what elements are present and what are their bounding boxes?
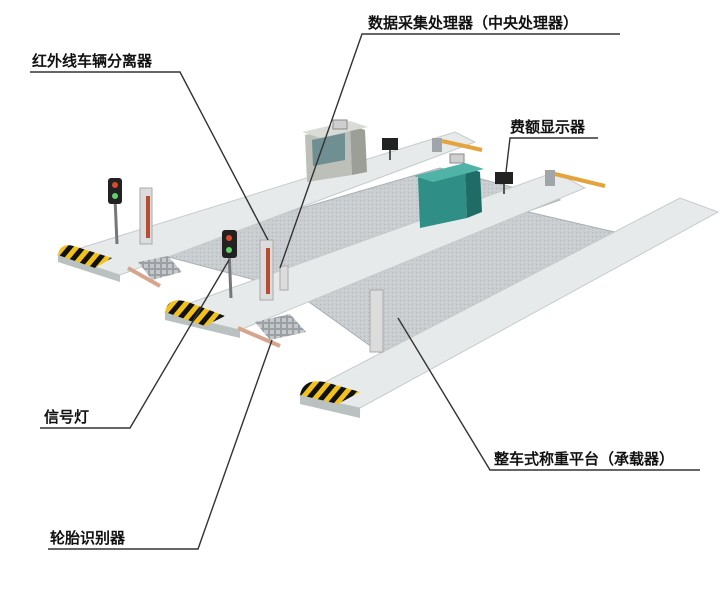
label-signal-light: 信号灯 — [44, 408, 90, 426]
hazard-nose-back — [58, 245, 112, 268]
label-data-processor: 数据采集处理器（中央处理器） — [368, 14, 579, 32]
camera-front — [449, 153, 465, 164]
tire-sensor-bar-2 — [237, 326, 281, 348]
leader-data-processor — [279, 33, 620, 269]
tire-sensor-bar-1 — [127, 266, 161, 288]
label-tire-recognizer: 轮胎识别器 — [50, 529, 126, 547]
ir-separator-back — [139, 187, 153, 245]
ir-separator-front — [369, 289, 384, 353]
barrier-gate-back — [432, 138, 483, 152]
fee-display-front — [495, 172, 513, 194]
hazard-nose-middle — [165, 300, 225, 326]
island-front — [298, 197, 720, 409]
label-fee-display: 费额显示器 — [510, 118, 586, 136]
leader-tire-recognizer — [48, 339, 273, 550]
leader-fee-display — [505, 137, 598, 173]
fee-display-back — [382, 138, 398, 160]
label-weighing-platform: 整车式称重平台（承载器） — [494, 450, 675, 468]
leader-weighing-platform — [397, 317, 700, 471]
leader-signal-light — [40, 259, 230, 429]
label-ir-separator: 红外线车辆分离器 — [32, 52, 153, 70]
tire-recognizer-plate-1 — [138, 256, 182, 280]
signal-light-1 — [108, 178, 122, 245]
ir-separator-middle — [259, 239, 289, 301]
camera-back — [332, 119, 348, 130]
leader-ir-separator — [30, 71, 269, 241]
toll-booth-back — [302, 121, 368, 182]
tire-recognizer-plate-2 — [255, 314, 306, 340]
hazard-nose-front — [300, 381, 360, 404]
signal-light-2 — [222, 230, 237, 299]
barrier-gate-front — [545, 170, 606, 188]
toll-booth-front — [414, 163, 484, 228]
